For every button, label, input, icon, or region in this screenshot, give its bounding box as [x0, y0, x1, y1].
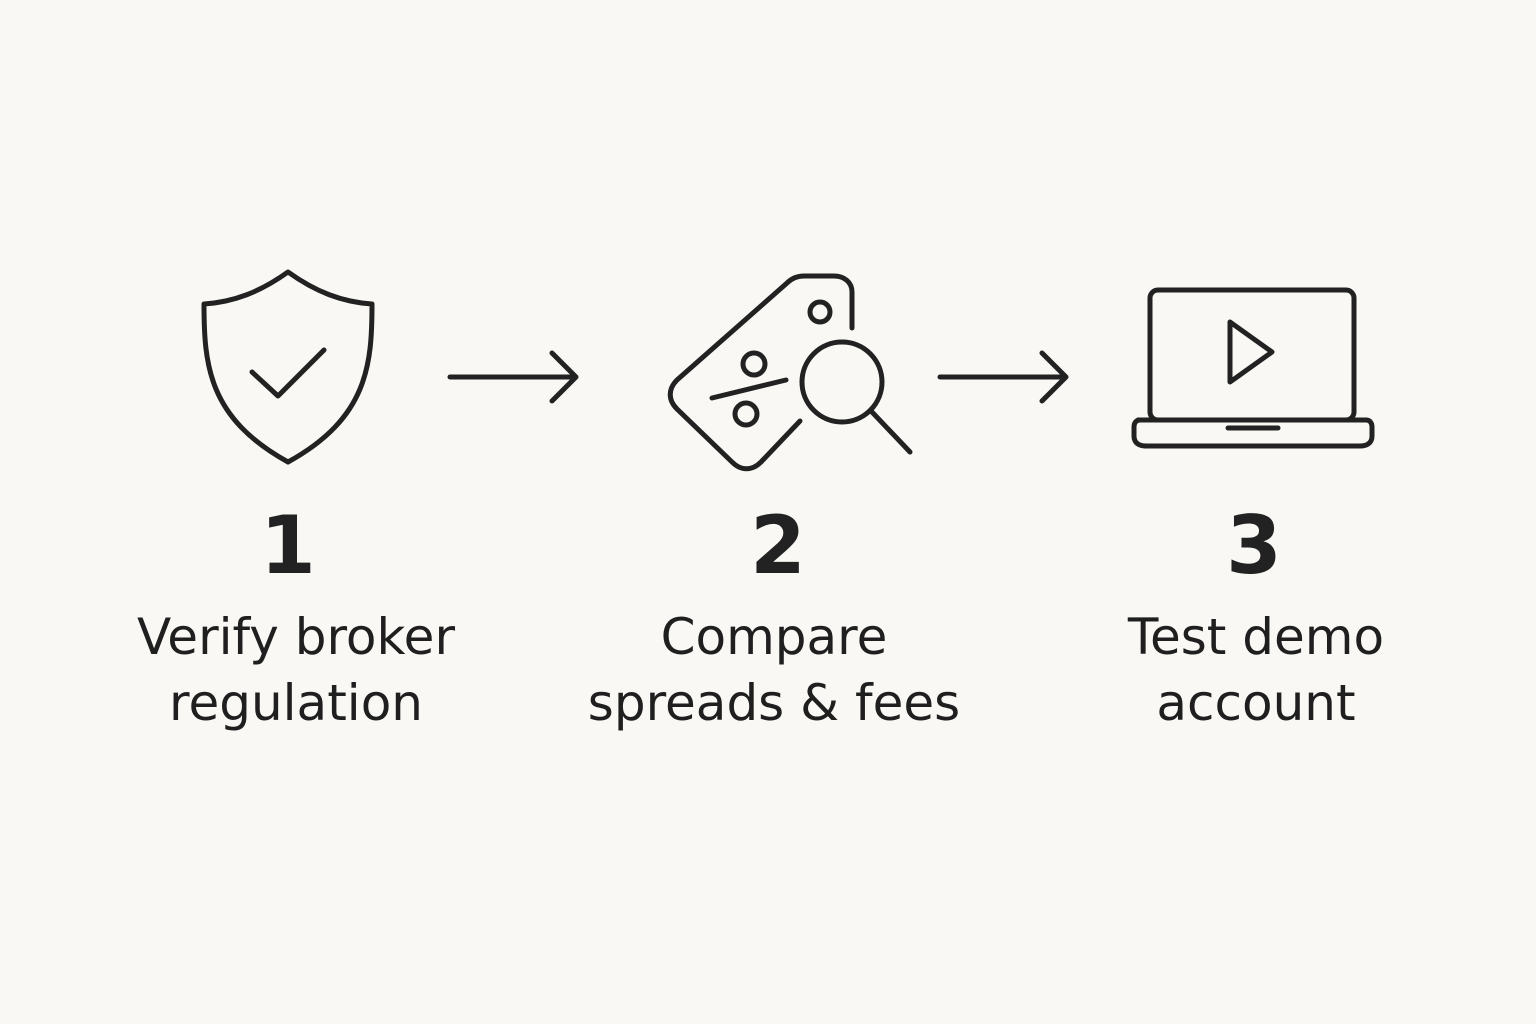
- step-1-label-line-1: Verify broker: [136, 608, 456, 666]
- arrow-right-icon: [447, 350, 579, 404]
- price-tag-search-icon: [664, 272, 916, 474]
- step-1-label: Verify broker regulation: [56, 604, 536, 736]
- step-2-label-line-1: Compare: [660, 608, 888, 666]
- step-3-label-line-2: account: [1156, 674, 1356, 732]
- step-2-label: Compare spreads & fees: [534, 604, 1014, 736]
- shield-check-icon: [200, 268, 376, 466]
- step-1-number: 1: [260, 499, 316, 592]
- step-2-number: 2: [750, 499, 806, 592]
- step-3-number: 3: [1226, 499, 1282, 592]
- laptop-play-icon: [1131, 286, 1375, 450]
- step-2-label-line-2: spreads & fees: [587, 674, 961, 732]
- step-1-label-line-2: regulation: [169, 674, 423, 732]
- arrow-right-icon: [937, 350, 1069, 404]
- step-3-label: Test demo account: [1016, 604, 1496, 736]
- step-3-label-line-1: Test demo: [1127, 608, 1385, 666]
